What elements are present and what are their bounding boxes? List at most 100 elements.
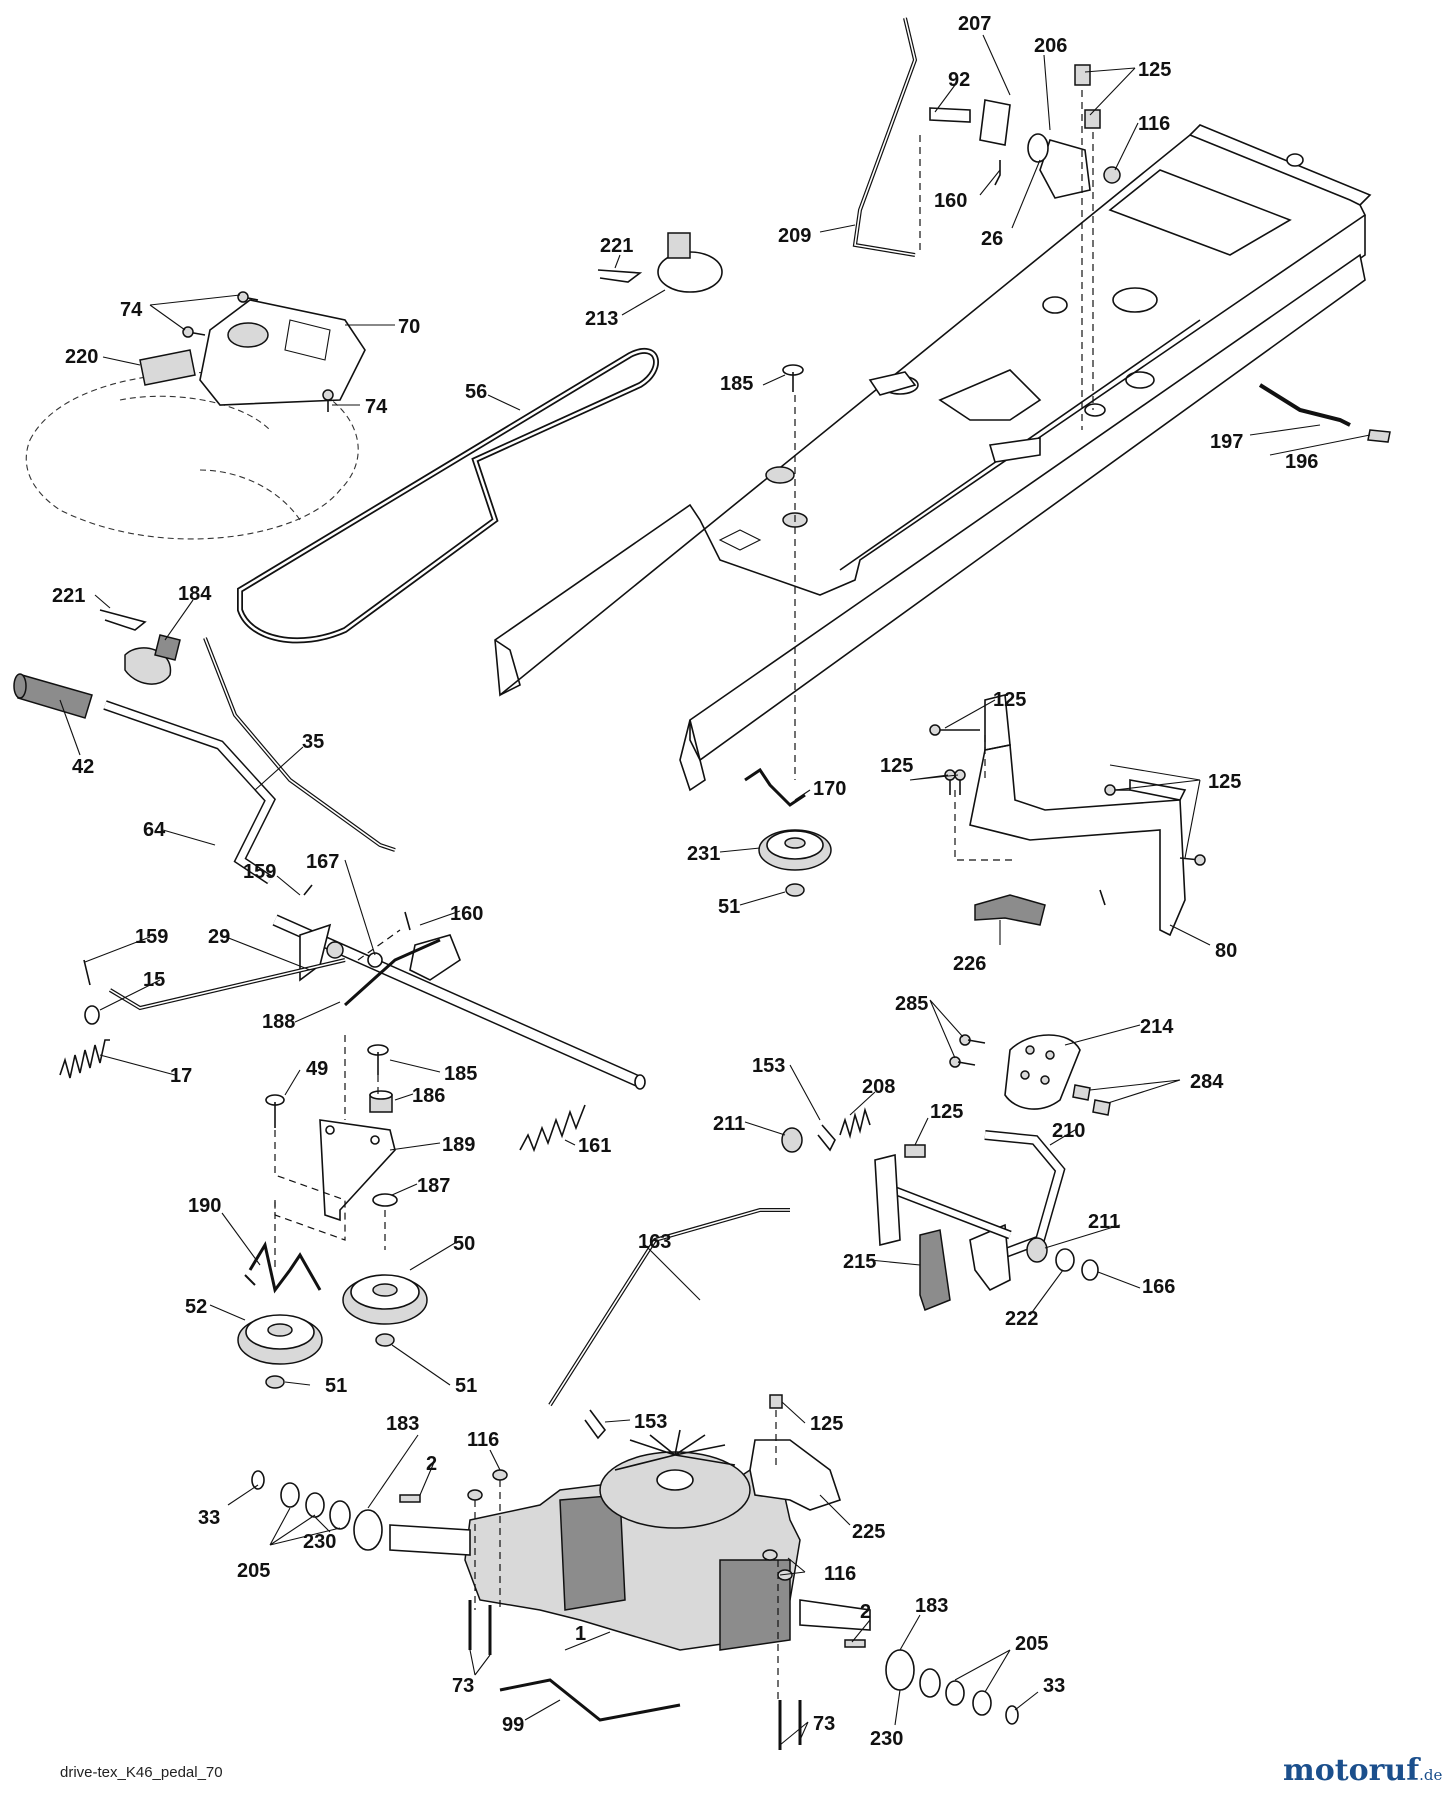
transaxle-part-1 xyxy=(389,1429,871,1651)
callout-35: 35 xyxy=(302,731,324,753)
callout-230: 230 xyxy=(870,1728,903,1750)
bolt-part-49 xyxy=(265,1094,285,1128)
callout-222: 222 xyxy=(1005,1308,1038,1330)
callout-205: 205 xyxy=(237,1560,270,1582)
callout-163: 163 xyxy=(638,1231,671,1253)
callout-183: 183 xyxy=(915,1595,948,1617)
callout-160: 160 xyxy=(450,903,483,925)
callout-220: 220 xyxy=(65,346,98,368)
knob-part-184 xyxy=(124,634,181,685)
washer-parts-222-166 xyxy=(1055,1248,1099,1281)
spring-part-161 xyxy=(519,1104,586,1153)
callout-221: 221 xyxy=(52,585,85,607)
shift-lever-part-64 xyxy=(103,700,277,885)
callout-230: 230 xyxy=(303,1531,336,1553)
callout-213: 213 xyxy=(585,308,618,330)
callout-206: 206 xyxy=(1034,35,1067,57)
cable-part-35 xyxy=(203,637,396,852)
rod-part-188 xyxy=(343,938,441,1007)
chassis-frame xyxy=(494,124,1372,792)
bracket-part-80 xyxy=(969,693,1187,937)
callout-196: 196 xyxy=(1285,451,1318,473)
callout-70: 70 xyxy=(398,316,420,338)
clip-part-153-bottom xyxy=(584,1409,607,1440)
pulley-part-52 xyxy=(237,1314,323,1389)
axle-right-parts xyxy=(844,1639,1019,1725)
callout-92: 92 xyxy=(948,69,970,91)
rod-part-99 xyxy=(499,1678,681,1722)
dashed-assembly-lines-top xyxy=(794,90,1094,780)
clip-part-221-top xyxy=(597,269,643,283)
rod-part-197 xyxy=(1258,383,1391,443)
pin-part-159-left xyxy=(83,959,91,986)
callout-159: 159 xyxy=(135,926,168,948)
callout-17: 17 xyxy=(170,1065,192,1087)
diagram-caption: drive-tex_K46_pedal_70 xyxy=(60,1764,223,1781)
callout-153: 153 xyxy=(752,1055,785,1077)
callout-189: 189 xyxy=(442,1134,475,1156)
callout-207: 207 xyxy=(958,13,991,35)
callout-51: 51 xyxy=(718,896,740,918)
pedal-pad-part-214 xyxy=(1004,1034,1081,1110)
spring-part-208 xyxy=(839,1107,871,1140)
lift-bracket-parts xyxy=(929,64,1121,199)
plate-part-226 xyxy=(974,894,1046,926)
drive-belt-part-56 xyxy=(237,347,659,644)
spring-part-17 xyxy=(59,1039,110,1079)
dashed-lines-mid xyxy=(274,1035,386,1270)
callout-125: 125 xyxy=(1138,59,1171,81)
callout-125: 125 xyxy=(993,689,1026,711)
callout-125: 125 xyxy=(880,755,913,777)
pad-part-215 xyxy=(919,1229,951,1311)
callout-2: 2 xyxy=(860,1601,871,1623)
knob-part-213 xyxy=(657,232,723,293)
callout-49: 49 xyxy=(306,1058,328,1080)
washer-part-187 xyxy=(372,1193,398,1207)
clip-parts-284 xyxy=(1072,1084,1111,1116)
callout-188: 188 xyxy=(262,1011,295,1033)
brand-logo: motoruf.de xyxy=(1283,1753,1442,1788)
fan-shroud-part-225 xyxy=(749,1439,842,1511)
callout-161: 161 xyxy=(578,1135,611,1157)
callout-74: 74 xyxy=(120,299,143,321)
callout-64: 64 xyxy=(143,819,166,841)
callout-26: 26 xyxy=(981,228,1003,250)
callout-125: 125 xyxy=(930,1101,963,1123)
bolt-part-125-pedal xyxy=(904,1144,926,1158)
callout-231: 231 xyxy=(687,843,720,865)
bolt-parts-73 xyxy=(468,1600,802,1750)
screw-parts-74 xyxy=(182,291,334,412)
callout-42: 42 xyxy=(72,756,94,778)
pedal-arm-part-210 xyxy=(969,1130,1066,1292)
bolt-part-185-top xyxy=(782,364,804,392)
callout-15: 15 xyxy=(143,969,165,991)
clip-part-221-left xyxy=(99,609,147,631)
callout-208: 208 xyxy=(862,1076,895,1098)
callout-33: 33 xyxy=(1043,1675,1065,1697)
callout-51: 51 xyxy=(455,1375,477,1397)
idler-pulley-part-231 xyxy=(744,767,832,897)
callout-185: 185 xyxy=(720,373,753,395)
callout-197: 197 xyxy=(1210,431,1243,453)
rod-part-29 xyxy=(108,958,346,1011)
leader-lines xyxy=(59,34,1371,1746)
callout-186: 186 xyxy=(412,1085,445,1107)
brand-suffix: .de xyxy=(1419,1766,1443,1784)
bolt-parts-125-mid xyxy=(929,724,1206,906)
callout-211: 211 xyxy=(713,1113,745,1135)
axle-left-parts xyxy=(251,1470,421,1551)
callout-125: 125 xyxy=(1208,771,1241,793)
callout-184: 184 xyxy=(178,583,212,605)
callout-52: 52 xyxy=(185,1296,207,1318)
callout-285: 285 xyxy=(895,993,928,1015)
callout-185: 185 xyxy=(444,1063,477,1085)
dash-console-part-70 xyxy=(199,299,366,406)
brand-name: motoruf xyxy=(1283,1753,1420,1788)
lift-rod-part-209 xyxy=(852,17,918,257)
dashed-lines-bottom xyxy=(474,1480,779,1700)
callout-73: 73 xyxy=(452,1675,474,1697)
callout-116: 116 xyxy=(1138,113,1170,135)
pulley-part-50 xyxy=(342,1274,428,1347)
callout-187: 187 xyxy=(417,1175,450,1197)
